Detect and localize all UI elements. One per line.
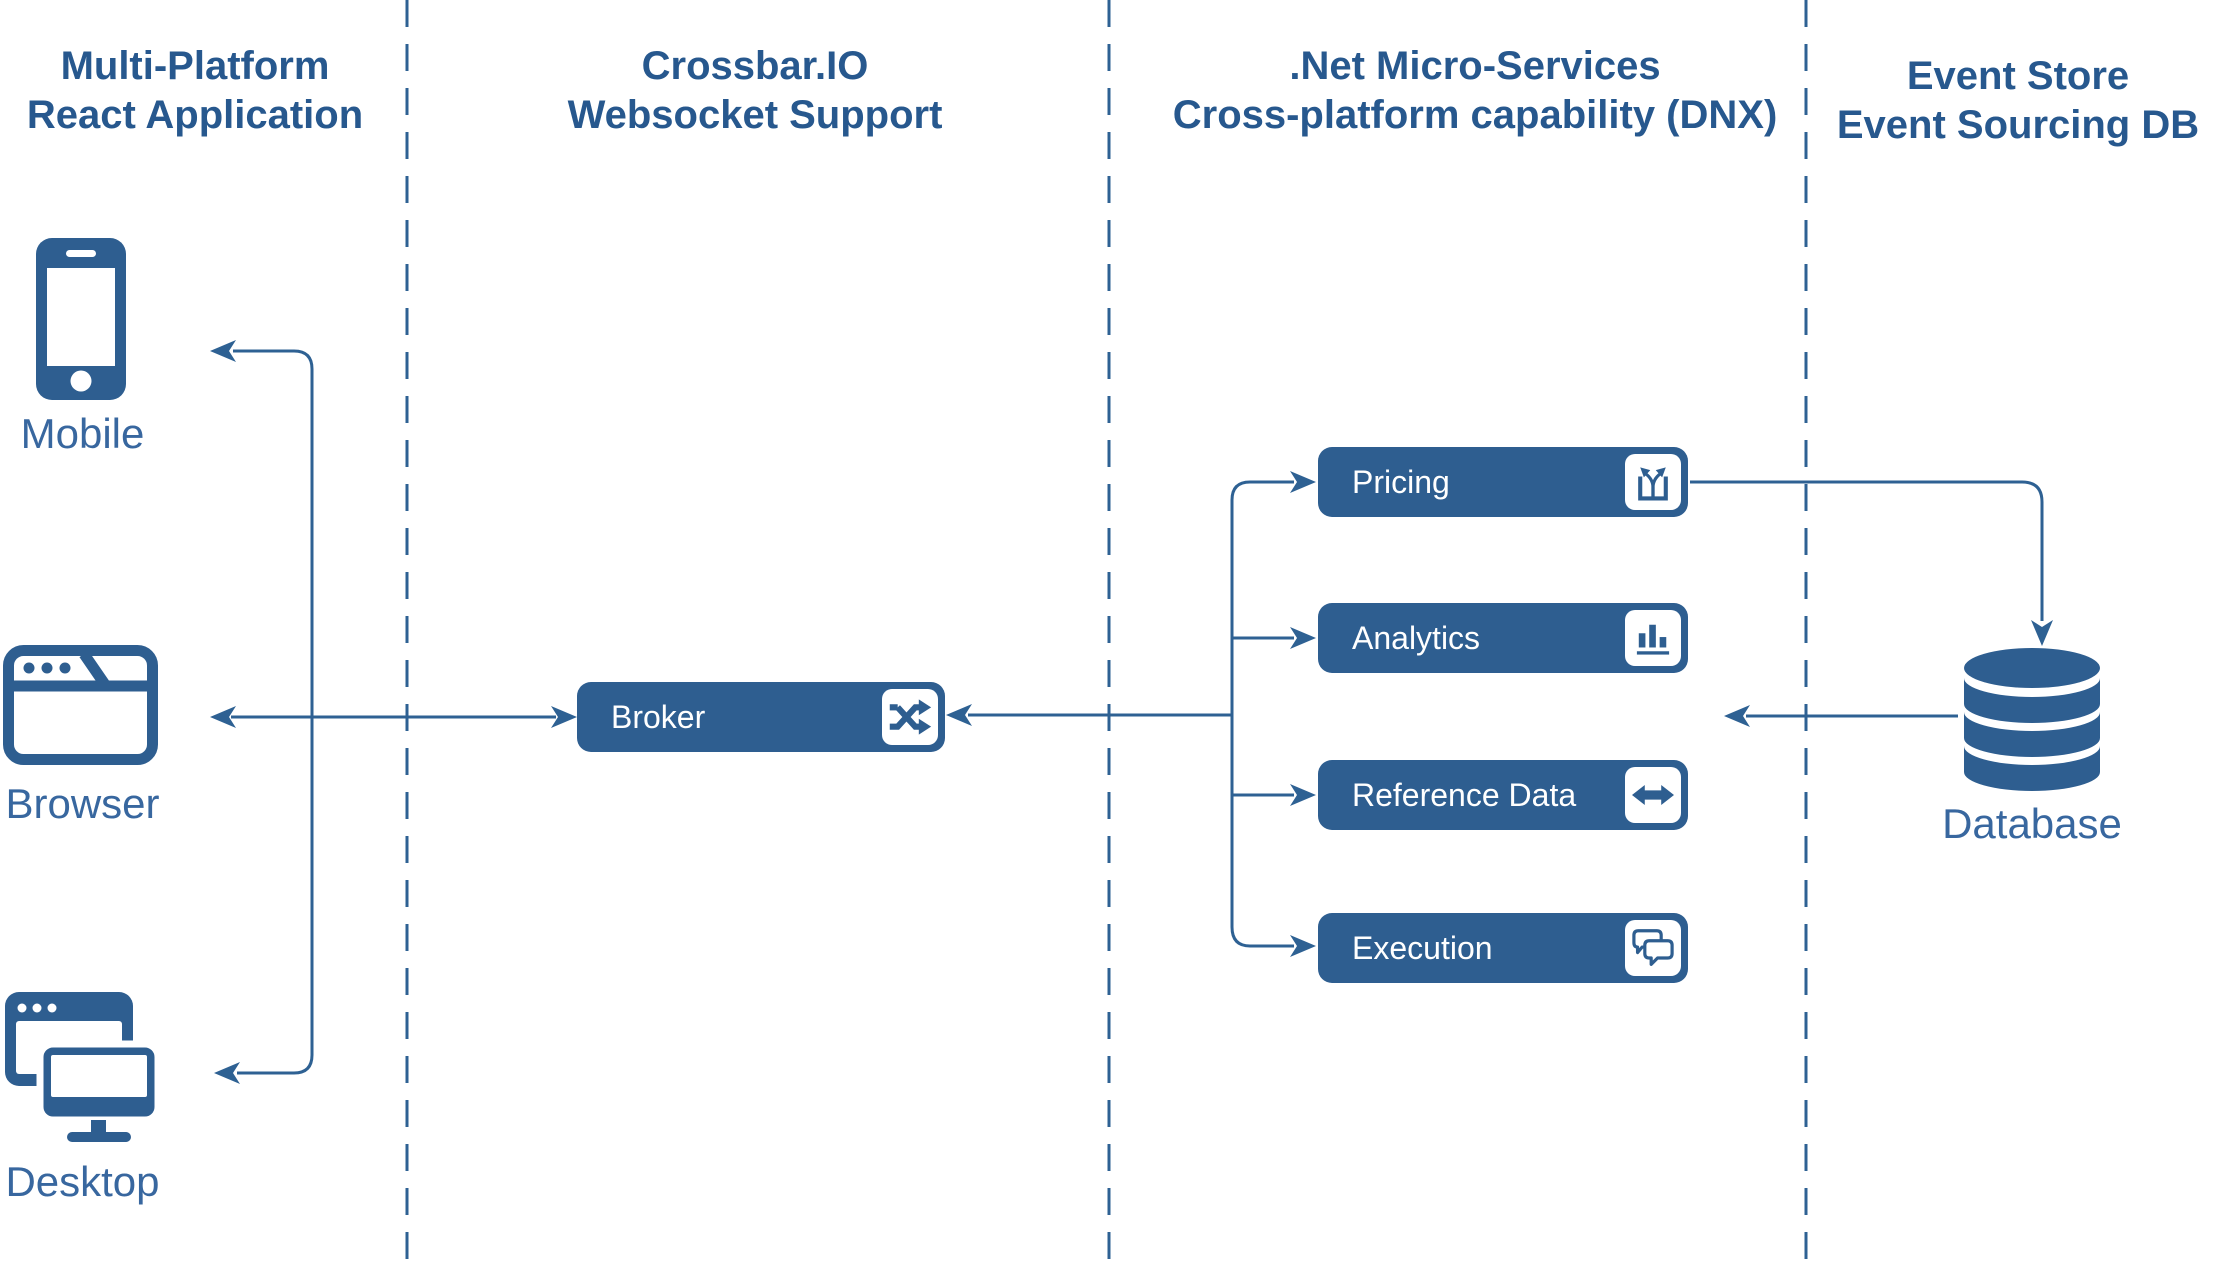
database-label: Database	[1942, 800, 2122, 847]
service-label: Reference Data	[1352, 776, 1577, 813]
broker-node: Broker	[577, 682, 945, 752]
left-right-arrow-icon	[1625, 767, 1681, 823]
desktop-label: Desktop	[5, 1158, 160, 1205]
header-line: .Net Micro-Services	[1289, 44, 1661, 88]
service-node-pricing: Pricing	[1318, 447, 1688, 517]
column-header-crossbar: Crossbar.IO Websocket Support	[425, 42, 1085, 140]
service-node-execution: Execution	[1318, 913, 1688, 983]
header-line: Crossbar.IO	[641, 44, 869, 88]
arrowheads	[210, 340, 2053, 1084]
column-header-react-app: Multi-Platform React Application	[0, 42, 390, 140]
broker-label: Broker	[611, 698, 706, 735]
service-label: Execution	[1352, 929, 1493, 966]
header-line: Multi-Platform	[60, 44, 330, 88]
split-arrows-icon	[1625, 454, 1681, 510]
desktop-icon	[3, 990, 162, 1147]
database-icon	[1962, 648, 2102, 799]
header-line: React Application	[26, 93, 364, 137]
header-line: Event Sourcing DB	[1836, 103, 2200, 147]
bar-chart-icon	[1625, 610, 1681, 666]
browser-icon	[3, 645, 158, 770]
column-header-microservices: .Net Micro-Services Cross-platform capab…	[1125, 42, 1825, 140]
mobile-label: Mobile	[20, 410, 145, 457]
service-node-analytics: Analytics	[1318, 603, 1688, 673]
header-line: Event Store	[1906, 54, 2130, 98]
column-header-event-store: Event Store Event Sourcing DB	[1800, 52, 2236, 150]
header-line: Cross-platform capability (DNX)	[1172, 93, 1778, 137]
service-label: Analytics	[1352, 619, 1481, 656]
header-line: Websocket Support	[567, 93, 943, 137]
connector-services-fan	[1230, 480, 1294, 948]
connector-clients-bracket	[233, 349, 314, 1075]
shuffle-icon	[882, 689, 938, 745]
chat-bubbles-icon	[1625, 920, 1681, 976]
service-label: Pricing	[1352, 463, 1450, 500]
mobile-icon	[36, 238, 126, 405]
service-node-reference-data: Reference Data	[1318, 760, 1688, 830]
browser-label: Browser	[5, 780, 160, 827]
connector-pricing-database	[1690, 480, 2044, 621]
